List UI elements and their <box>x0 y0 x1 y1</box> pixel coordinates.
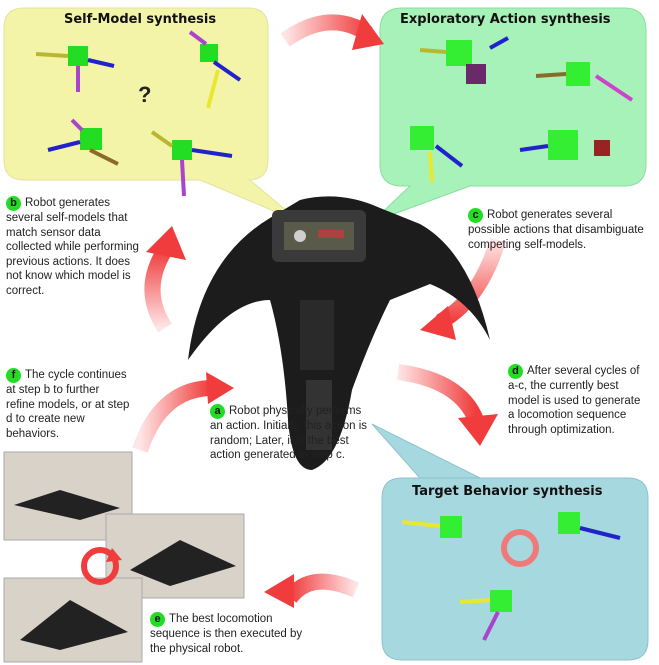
robot-photos <box>3 451 245 663</box>
physical-robot-image <box>188 196 490 470</box>
arrow-target-to-photos <box>264 573 360 608</box>
self-model-figures <box>35 30 242 197</box>
self-model-title: Self-Model synthesis <box>64 12 217 27</box>
arrow-photos-to-robot <box>132 372 234 453</box>
unknown-model-mark: ? <box>138 82 152 107</box>
step-c-badge: c <box>468 208 483 223</box>
step-f-badge: f <box>6 368 21 383</box>
step-c-text: Robot generates several possible actions… <box>468 209 644 251</box>
arrow-robot-to-target <box>396 364 498 446</box>
self-model-bubble <box>3 7 301 223</box>
arrow-exploratory-to-robot <box>420 237 506 340</box>
step-b-badge: b <box>6 196 21 211</box>
step-a-badge: a <box>210 404 225 419</box>
arrow-self-to-exploratory <box>280 14 384 50</box>
arrow-robot-to-self <box>144 226 186 333</box>
target-bubble <box>371 423 649 661</box>
exploratory-bubble <box>371 7 647 223</box>
step-e-text: The best locomotion sequence is then exe… <box>150 613 303 655</box>
exploratory-figures <box>410 36 634 183</box>
step-a-text: Robot physically performs an action. Ini… <box>210 405 368 461</box>
step-f-text: The cycle continues at step b to further… <box>6 369 130 440</box>
target-title: Target Behavior synthesis <box>412 484 603 499</box>
step-e-badge: e <box>150 612 165 627</box>
step-d-badge: d <box>508 364 523 379</box>
step-b-text: Robot generates several self-models that… <box>6 197 139 297</box>
target-figures <box>401 512 621 641</box>
exploratory-title: Exploratory Action synthesis <box>400 12 611 27</box>
step-d-text: After several cycles of a-c, the current… <box>508 365 641 436</box>
